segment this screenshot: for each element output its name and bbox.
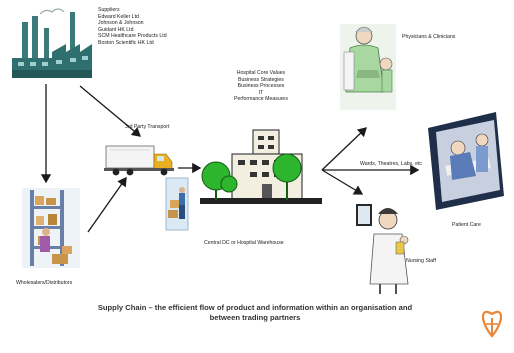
distributor-shelves-icon bbox=[22, 188, 80, 268]
patient-care-icon bbox=[428, 112, 504, 210]
arrow-suppliers-to-transport bbox=[79, 85, 141, 137]
nursing-staff-icon bbox=[356, 204, 409, 294]
organisation-logo bbox=[481, 310, 503, 338]
arrow-to-nursing-staff bbox=[321, 169, 364, 195]
arrow-wholesalers-to-transport bbox=[87, 176, 127, 233]
supplier-item: Johnson & Johnson bbox=[98, 20, 144, 26]
suppliers-list: Suppliers Edward Keller Ltd Johnson & Jo… bbox=[98, 7, 167, 46]
physicians-label: Physicians & Clinicians bbox=[402, 34, 456, 40]
diagram-caption: Supply Chain – the efficient flow of pro… bbox=[97, 303, 413, 323]
supplier-item: Edward Keller Ltd bbox=[98, 13, 139, 20]
arrow-to-physicians bbox=[321, 127, 367, 171]
supplier-item: SCM Healthcare Products Ltd bbox=[98, 33, 167, 39]
hospital-core-values-label: Hospital Core Values Business Strategies… bbox=[234, 70, 288, 102]
supplier-item: Boston Scientific HK Ltd bbox=[98, 39, 154, 46]
factory-icon bbox=[12, 8, 92, 78]
truck-icon bbox=[104, 145, 174, 176]
nursing-staff-label: Nursing Staff bbox=[406, 258, 436, 264]
wards-label: Wards, Theatres, Labs, etc bbox=[360, 161, 422, 167]
wholesalers-label: Wholesalers/Distributors bbox=[16, 280, 73, 286]
third-party-transport-label: 3rd Party Transport bbox=[125, 124, 170, 130]
patient-care-label: Patient Care bbox=[452, 222, 481, 228]
supplier-item: Guidant HK Ltd bbox=[98, 26, 134, 33]
physicians-icon bbox=[340, 24, 396, 110]
suppliers-heading: Suppliers bbox=[98, 7, 120, 13]
warehouse-worker-icon bbox=[165, 177, 189, 231]
hospital-building-icon bbox=[200, 129, 322, 204]
central-dc-label: Central DC or Hospital Warehouse bbox=[204, 240, 284, 246]
